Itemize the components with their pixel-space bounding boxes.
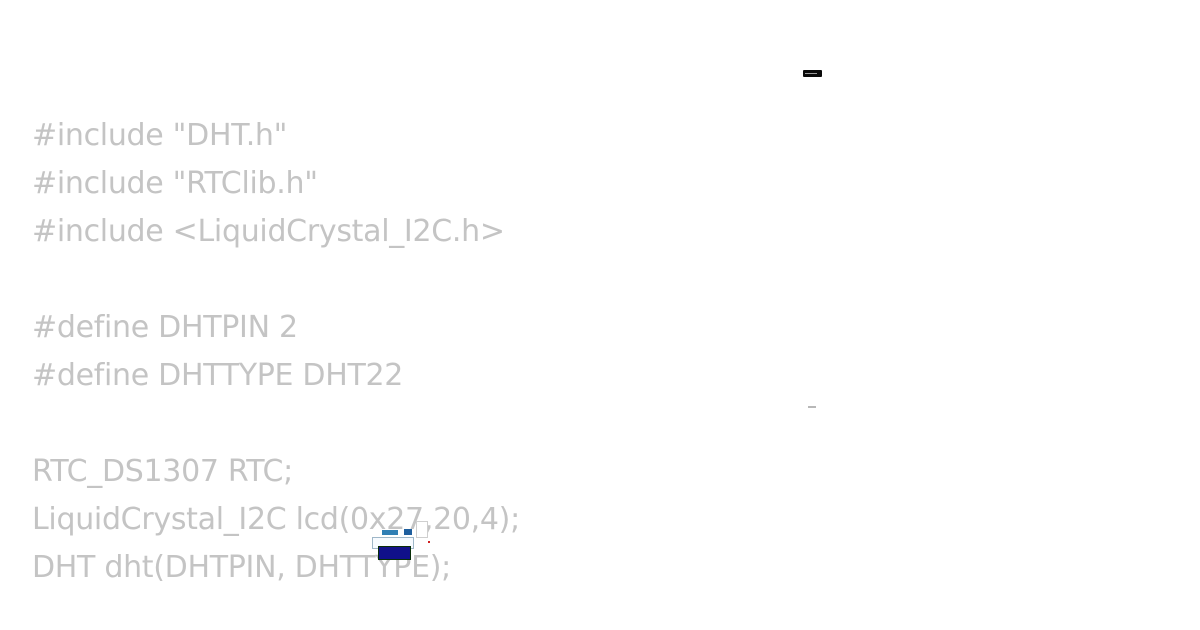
code-line-include-dht: #include "DHT.h" (32, 118, 288, 153)
breadboard-circuit-icon (370, 520, 434, 562)
led-icon (428, 541, 430, 543)
microcontroller-icon (404, 529, 412, 535)
rtc-module-icon (382, 530, 398, 535)
code-line-blank (32, 400, 520, 448)
mini-lcd-panel-icon (803, 70, 822, 77)
code-line-define-dhttype: #define DHTTYPE DHT22 (32, 358, 404, 393)
lcd-display-icon (378, 546, 411, 560)
dht-sensor-icon (416, 521, 428, 538)
code-line-include-lcd: #include <LiquidCrystal_I2C.h> (32, 214, 505, 249)
caret-mark (808, 406, 816, 408)
code-snippet: #include "DHT.h" #include "RTClib.h" #in… (32, 112, 520, 592)
code-line-dht-decl: DHT dht(DHTPIN, DHTTYPE); (32, 550, 451, 585)
code-line-rtc-decl: RTC_DS1307 RTC; (32, 454, 293, 489)
code-line-blank (32, 256, 520, 304)
code-line-include-rtclib: #include "RTClib.h" (32, 166, 318, 201)
code-line-define-dhtpin: #define DHTPIN 2 (32, 310, 298, 345)
code-line-lcd-decl: LiquidCrystal_I2C lcd(0x27,20,4); (32, 502, 520, 537)
